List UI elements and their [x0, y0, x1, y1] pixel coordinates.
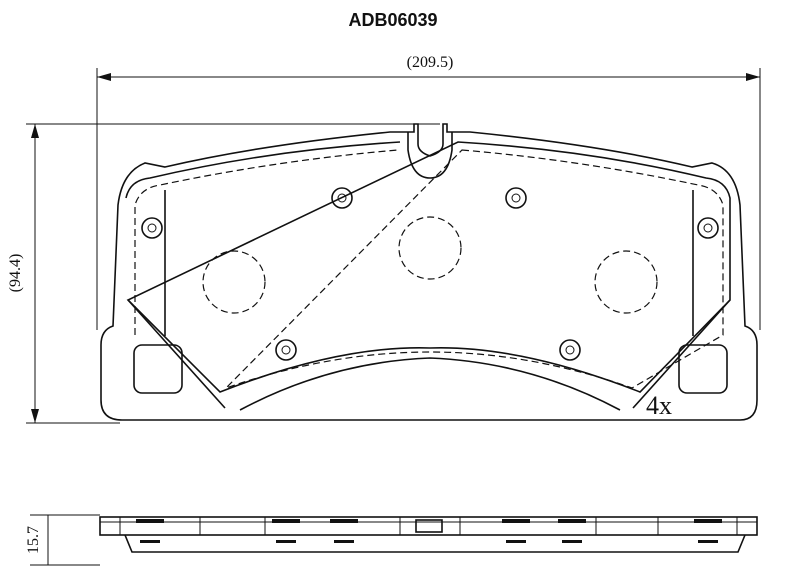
rivet: [505, 187, 527, 209]
part-number-title: ADB06039: [348, 10, 438, 30]
pad-side-view: [99, 516, 758, 553]
rivet: [331, 187, 353, 209]
rivet: [141, 217, 163, 239]
piston-circle-right: [594, 250, 658, 314]
rivet: [697, 217, 719, 239]
right-ear-hole: [678, 344, 728, 394]
piston-circle-left: [202, 250, 266, 314]
height-dimension-label: (94.4): [7, 254, 24, 293]
width-dimension-label: (209.5): [407, 54, 454, 71]
width-dimension: (209.5): [96, 54, 761, 330]
rivet: [275, 339, 297, 361]
piston-circle-center: [398, 216, 462, 280]
rivet: [559, 339, 581, 361]
height-dimension: (94.4): [7, 123, 440, 424]
quantity-label: 4x: [646, 391, 672, 420]
thickness-dimension-label: 15.7: [25, 526, 42, 554]
left-ear-hole: [133, 344, 183, 394]
thickness-dimension: 15.7: [25, 514, 100, 566]
pad-front-view: [100, 123, 758, 421]
